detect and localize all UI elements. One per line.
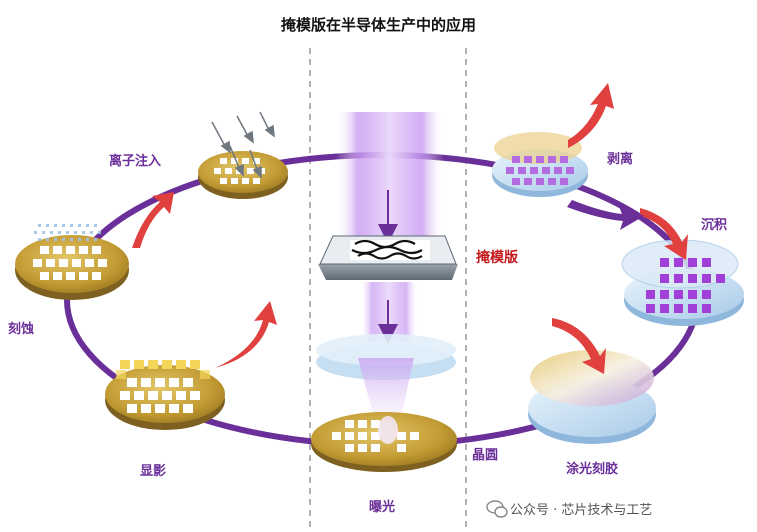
label-mask: 掩模版 bbox=[476, 250, 518, 266]
label-develop: 显影 bbox=[140, 464, 167, 479]
label-strip: 剥离 bbox=[607, 152, 634, 167]
label-etch: 刻蚀 bbox=[8, 322, 35, 337]
arrow-develop bbox=[215, 301, 277, 368]
wafer-develop bbox=[105, 360, 225, 430]
ion-arrows bbox=[211, 111, 275, 179]
watermark-text: 公众号 · 芯片技术与工艺 bbox=[510, 503, 653, 518]
wechat-icon bbox=[486, 500, 508, 518]
arrow-deposit-down bbox=[640, 208, 688, 260]
label-expose: 曝光 bbox=[369, 500, 396, 515]
arrow-coat-down bbox=[552, 318, 606, 374]
wafer-etch bbox=[15, 224, 129, 300]
label-wafer: 晶圆 bbox=[472, 448, 499, 463]
arrow-ion-to-etch bbox=[132, 192, 174, 248]
label-deposit: 沉积 bbox=[701, 218, 728, 233]
label-ion-implant: 离子注入 bbox=[109, 154, 162, 169]
label-coat: 涂光刻胶 bbox=[566, 462, 619, 477]
wafer-coat bbox=[528, 350, 656, 444]
red-arrows bbox=[132, 83, 688, 374]
wafer-deposit bbox=[621, 239, 744, 326]
page-title: 掩模版在半导体生产中的应用 bbox=[280, 16, 476, 34]
wafer-strip bbox=[492, 132, 588, 197]
arrow-purple-strip-to-deposit bbox=[567, 200, 644, 230]
wafer-expose bbox=[311, 412, 457, 472]
arrow-strip-up bbox=[568, 83, 614, 148]
mask-plate bbox=[318, 235, 458, 280]
watermark: 公众号 · 芯片技术与工艺 bbox=[485, 499, 652, 518]
